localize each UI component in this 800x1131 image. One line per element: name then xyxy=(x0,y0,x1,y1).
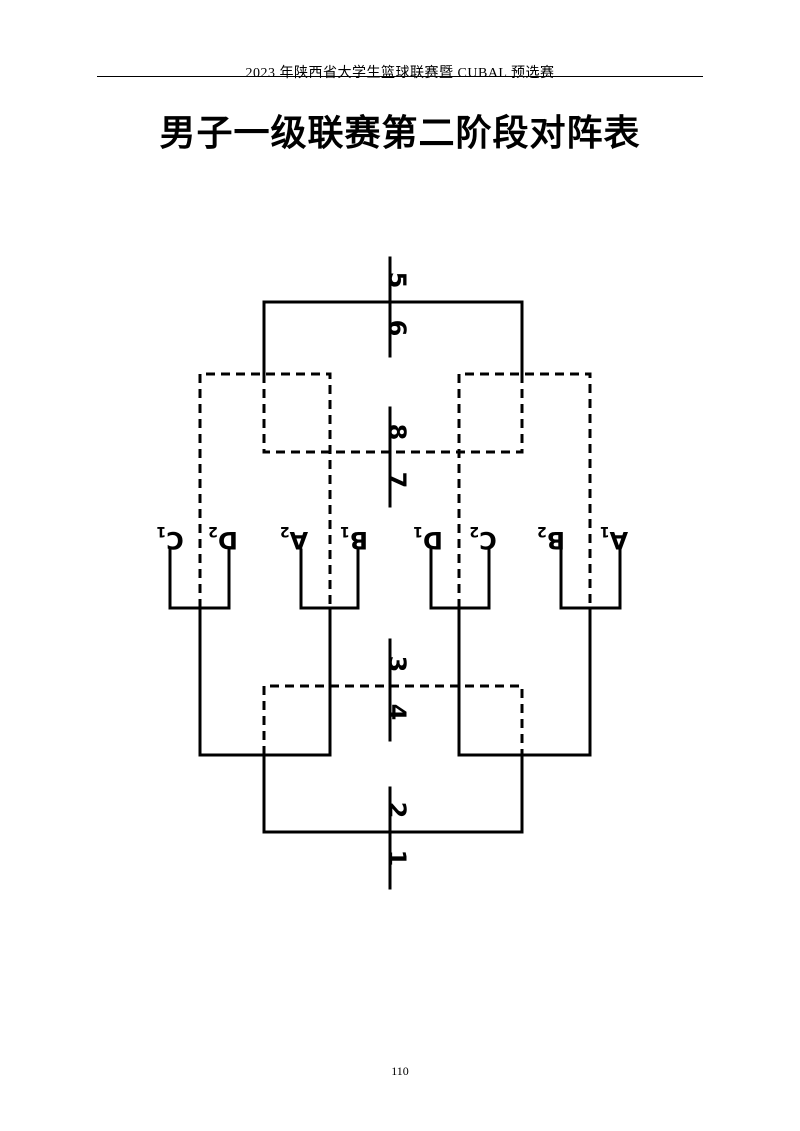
place-number: 8 xyxy=(383,424,411,441)
place-number: 6 xyxy=(383,320,411,337)
team-sub: 1 xyxy=(413,523,423,539)
team-letter: C xyxy=(479,526,497,554)
svg-text:B1: B1 xyxy=(340,523,368,554)
team-sub: 1 xyxy=(156,523,166,539)
team-sub: 1 xyxy=(340,523,350,539)
semifinal-right xyxy=(457,606,592,757)
page-number: 110 xyxy=(391,1064,409,1078)
final-bracket xyxy=(262,753,524,834)
team-letter: D xyxy=(423,526,443,554)
svg-text:A1: A1 xyxy=(600,523,628,554)
svg-text:D2: D2 xyxy=(208,523,238,554)
place-number: 3 xyxy=(383,656,411,673)
team-letter: A xyxy=(289,526,308,554)
consolation-right xyxy=(457,372,592,608)
team-sub: 1 xyxy=(600,523,610,539)
place-labels: 5 6 8 7 3 4 2 1 xyxy=(383,272,411,867)
team-sub: 2 xyxy=(537,523,547,539)
svg-text:A2: A2 xyxy=(280,523,308,554)
team-sub: 2 xyxy=(280,523,290,539)
team-letter: B xyxy=(547,526,565,554)
consolation-left xyxy=(198,372,332,608)
svg-text:B2: B2 xyxy=(537,523,565,554)
team-sub: 2 xyxy=(208,523,218,539)
team-labels: C1 D2 A2 B1 D1 C2 B2 A1 xyxy=(156,523,628,554)
running-header: 2023 年陕西省大学生篮球联赛暨 CUBAL 预选赛 xyxy=(245,66,555,81)
svg-text:C1: C1 xyxy=(156,523,183,554)
place-number: 7 xyxy=(383,472,411,489)
team-letter: A xyxy=(609,526,628,554)
team-letter: B xyxy=(350,526,368,554)
team-letter: D xyxy=(218,526,238,554)
fifth-place-bracket xyxy=(262,300,524,376)
place-number: 1 xyxy=(383,850,411,867)
place-number: 4 xyxy=(383,704,411,721)
team-sub: 2 xyxy=(469,523,479,539)
place-number: 5 xyxy=(383,272,411,289)
page-title: 男子一级联赛第二阶段对阵表 xyxy=(159,113,641,154)
svg-text:D1: D1 xyxy=(413,523,443,554)
team-letter: C xyxy=(166,526,184,554)
seventh-place-bracket xyxy=(262,374,524,454)
svg-text:C2: C2 xyxy=(469,523,496,554)
third-place-bracket xyxy=(262,684,524,755)
place-number: 2 xyxy=(383,802,411,819)
header-rule xyxy=(97,76,703,77)
